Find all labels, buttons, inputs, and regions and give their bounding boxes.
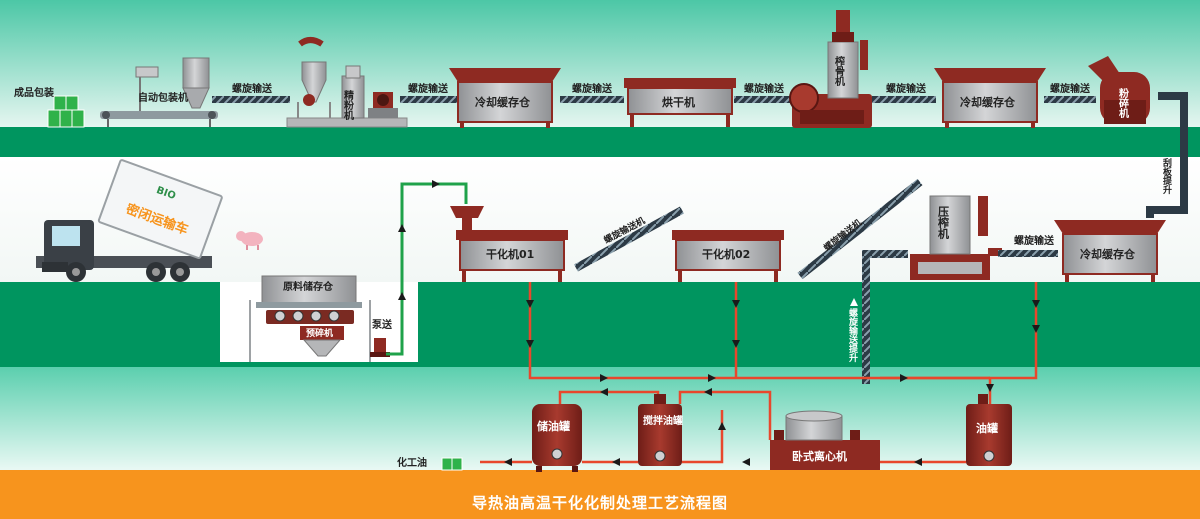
- desiccator-01-label: 干化机01: [486, 247, 534, 261]
- oil-storage-tank: [532, 404, 582, 472]
- oil-tank: [966, 394, 1012, 466]
- mixing-oil-tank-label: 搅拌油罐: [643, 414, 683, 427]
- fine-mill-label: 精粉机: [342, 89, 354, 121]
- pig-icon: [236, 231, 263, 250]
- horizontal-centrifuge: [770, 410, 880, 470]
- diagram-title: 导热油高温干化化制处理工艺流程图: [471, 494, 728, 512]
- screw-conveyor-3: [560, 96, 624, 103]
- screw-conveyor-6: [1044, 96, 1096, 103]
- sealed-transport-truck: [36, 159, 223, 282]
- screw-lift-label: 螺旋输送提升: [847, 307, 859, 363]
- oil-flow-arrows: [504, 300, 1040, 466]
- dryer-machine: [624, 78, 736, 127]
- screw-conveyor-5: [872, 96, 936, 103]
- inclined-screw-conveyor-2: [797, 178, 923, 280]
- cooling-silo-1: [449, 68, 561, 128]
- feed-arrow-1: [398, 292, 406, 300]
- cooling-silo-label-3: 冷却缓存仓: [1080, 247, 1136, 261]
- desiccator-01-machine: [450, 206, 568, 282]
- cooling-silo-2: [934, 68, 1046, 128]
- middle-green-floor: [0, 282, 1200, 367]
- auto-packer-label: 自动包装机: [138, 91, 188, 104]
- raw-silo-label: 原料储存仓: [283, 280, 334, 293]
- screw-conveyor-label-4: 螺旋输送: [744, 82, 785, 95]
- screw-conveyor-label-1: 螺旋输送: [232, 82, 273, 95]
- screw-conveyor-1: [212, 96, 290, 103]
- oil-tank-label: 油罐: [976, 421, 998, 435]
- crusher-machine: [1088, 56, 1150, 124]
- screw-conveyor-label-3: 螺旋输送: [572, 82, 613, 95]
- screw-conveyor-label-2: 螺旋输送: [408, 82, 449, 95]
- dryer-label: 烘干机: [662, 95, 695, 109]
- screw-conveyor-4: [734, 96, 794, 103]
- feed-arrow-3: [432, 180, 440, 188]
- mixing-oil-tank: [638, 394, 682, 466]
- oil-lines: [480, 282, 1038, 464]
- fine-mill-machine: [286, 37, 408, 128]
- cooling-silo-3: [1054, 220, 1166, 282]
- screw-conveyor-label-5: 螺旋输送: [886, 82, 927, 95]
- diagram-canvas: 成品包装 自动包装机 螺旋输送 精粉机 螺旋输送 冷: [0, 0, 1200, 486]
- desiccator-02-machine: [672, 230, 784, 282]
- orange-ground: [0, 470, 1200, 486]
- auto-packer-machine: [100, 57, 218, 127]
- screw-conveyor-2: [400, 96, 462, 103]
- pump-label: 泵送: [372, 318, 393, 331]
- scraper-lift-label: 刮板提升: [1161, 157, 1172, 195]
- horizontal-centrifuge-label: 卧式离心机: [792, 449, 847, 463]
- chemical-oil-label: 化工油: [397, 456, 427, 469]
- feed-arrow-2: [398, 224, 406, 232]
- cooling-silo-label-2: 冷却缓存仓: [960, 95, 1016, 109]
- finished-goods-boxes: [47, 95, 85, 128]
- crusher-label: 粉碎机: [1117, 87, 1129, 119]
- inclined-screw-conveyor-1: [574, 206, 684, 272]
- press-machine: [910, 195, 1002, 280]
- raw-material-silo: [249, 275, 371, 362]
- cooling-silo-label-1: 冷却缓存仓: [475, 95, 531, 109]
- desiccator-02-label: 干化机02: [702, 247, 750, 261]
- screw-conveyor-label-6: 螺旋输送: [1050, 82, 1091, 95]
- finished-packaging-label: 成品包装: [14, 86, 54, 99]
- upper-green-floor: [0, 127, 1200, 157]
- screw-lift-arrow: [850, 298, 858, 306]
- oil-storage-tank-label: 储油罐: [537, 419, 570, 433]
- screw-conveyor-7: [998, 250, 1058, 257]
- pump-icon: [370, 338, 390, 357]
- press-label: 压榨机: [937, 205, 951, 240]
- bone-press-label: 榨骨机: [833, 55, 846, 87]
- screw-lift-conveyor: [862, 250, 908, 384]
- bone-press-machine: [789, 10, 872, 128]
- screw-conveyor-label-7: 螺旋输送: [1014, 234, 1055, 247]
- scraper-lift-conveyor: [1146, 92, 1188, 218]
- feed-pipe: [386, 182, 468, 356]
- pre-crusher-label: 预碎机: [306, 327, 333, 339]
- chemical-oil-boxes: [441, 457, 463, 471]
- title-banner: 导热油高温干化化制处理工艺流程图: [0, 486, 1200, 519]
- lower-teal-band: [0, 367, 1200, 486]
